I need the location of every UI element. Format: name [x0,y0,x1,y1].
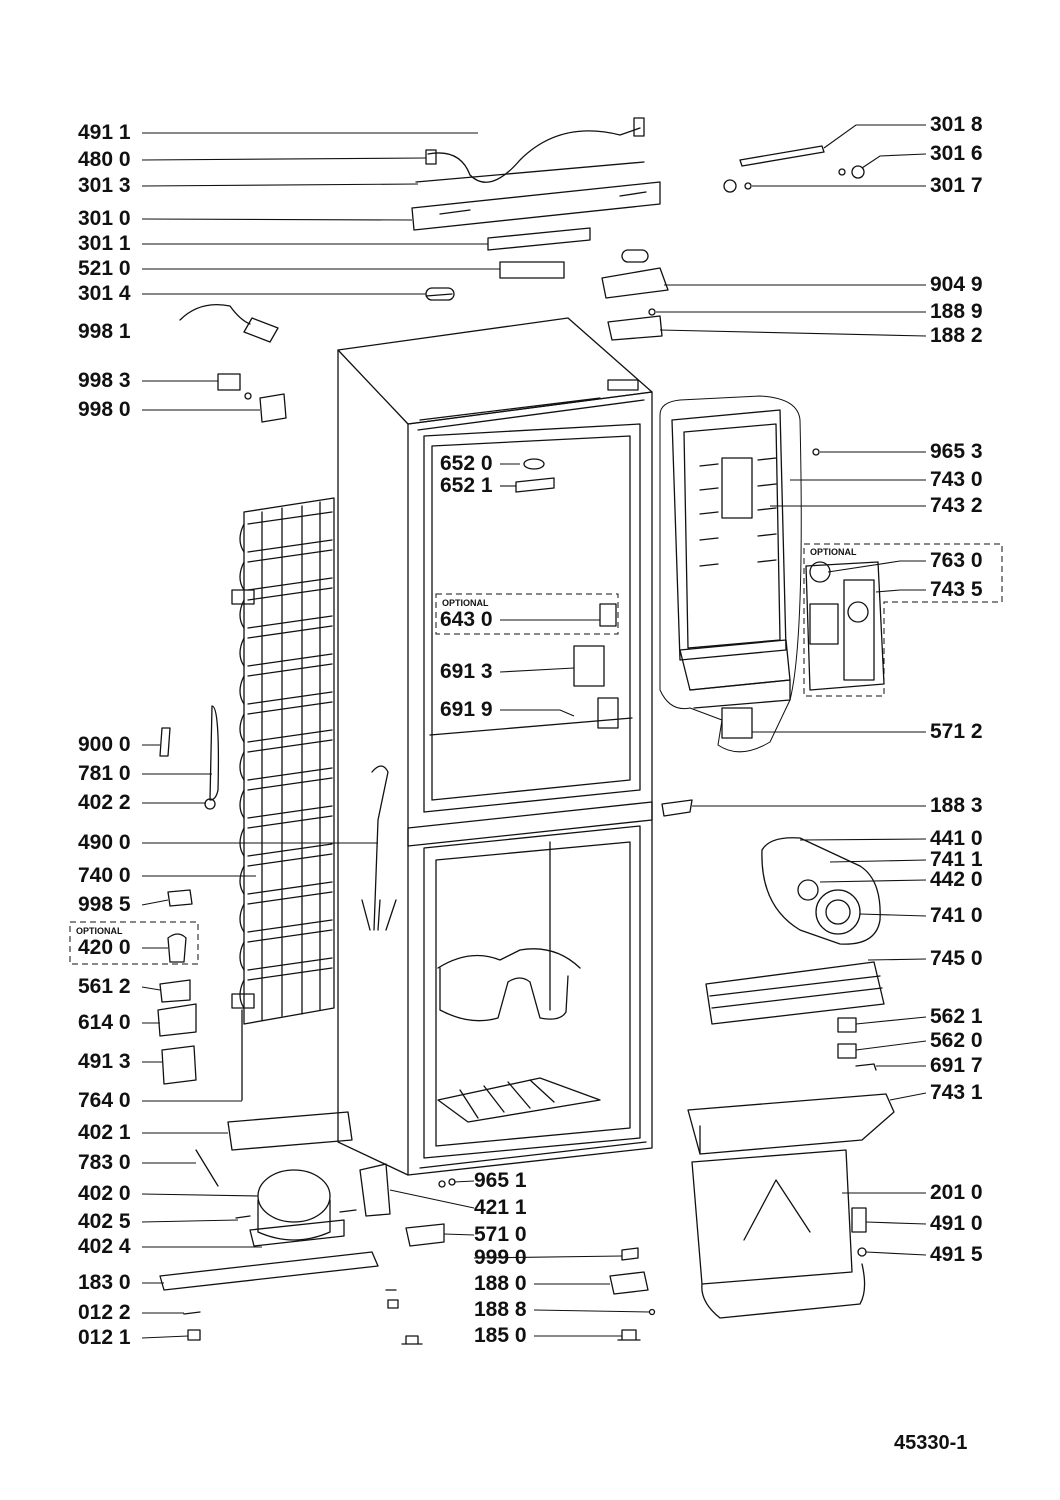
callout-998-3: 998 3 [78,369,131,392]
callout-188-2: 188 2 [930,324,983,347]
callout-012-1: 012 1 [78,1326,131,1349]
callout-643-0: 643 0 [440,608,493,631]
callout-402-4: 402 4 [78,1235,131,1258]
callout-402-2: 402 2 [78,791,131,814]
callout-185-0: 185 0 [474,1324,527,1347]
callout-781-0: 781 0 [78,762,131,785]
optional-tag-763: OPTIONAL [810,547,857,557]
callout-421-1: 421 1 [474,1196,527,1219]
callout-764-0: 764 0 [78,1089,131,1112]
callout-491-3: 491 3 [78,1050,131,1073]
callout-904-9: 904 9 [930,273,983,296]
callout-201-0: 201 0 [930,1181,983,1204]
callout-301-3: 301 3 [78,174,131,197]
callout-402-1: 402 1 [78,1121,131,1144]
callout-183-0: 183 0 [78,1271,131,1294]
callout-571-0: 571 0 [474,1223,527,1246]
callout-741-0: 741 0 [930,904,983,927]
callout-402-0: 402 0 [78,1182,131,1205]
callout-998-0: 998 0 [78,398,131,421]
fridge-cabinet [337,317,653,1176]
callout-441-0: 441 0 [930,827,983,850]
optional-tag-420: OPTIONAL [76,926,123,936]
callout-743-5: 743 5 [930,578,983,601]
callout-188-0: 188 0 [474,1272,527,1295]
door-assembly [659,395,802,753]
callout-743-0: 743 0 [930,468,983,491]
callout-402-5: 402 5 [78,1210,131,1233]
callout-491-5: 491 5 [930,1243,983,1266]
callout-188-8: 188 8 [474,1298,527,1321]
callout-301-0: 301 0 [78,207,131,230]
callout-965-3: 965 3 [930,440,983,463]
callout-740-0: 740 0 [78,864,131,887]
callout-691-9: 691 9 [440,698,493,721]
callout-652-0: 652 0 [440,452,493,475]
callout-491-0: 491 0 [930,1212,983,1235]
callout-783-0: 783 0 [78,1151,131,1174]
callout-652-1: 652 1 [440,474,493,497]
callout-691-3: 691 3 [440,660,493,683]
callout-999-0: 999 0 [474,1246,527,1269]
callout-763-0: 763 0 [930,549,983,572]
callout-301-1: 301 1 [78,232,131,255]
callout-741-1: 741 1 [930,848,983,871]
callout-188-3: 188 3 [930,794,983,817]
callout-562-0: 562 0 [930,1029,983,1052]
callout-012-2: 012 2 [78,1301,131,1324]
callout-301-8: 301 8 [930,113,983,136]
callout-998-5: 998 5 [78,893,131,916]
optional-tag-643: OPTIONAL [442,598,489,608]
wire-480 [427,127,641,183]
callout-490-0: 490 0 [78,831,131,854]
callout-745-0: 745 0 [930,947,983,970]
callout-301-7: 301 7 [930,174,983,197]
callout-998-1: 998 1 [78,320,131,343]
callout-442-0: 442 0 [930,868,983,891]
condenser-coil [231,497,335,1101]
callout-301-6: 301 6 [930,142,983,165]
optional-boxes [69,543,1003,965]
callout-188-9: 188 9 [930,300,983,323]
callout-420-0: 420 0 [78,936,131,959]
callout-743-1: 743 1 [930,1081,983,1104]
callout-562-1: 562 1 [930,1005,983,1028]
callout-491-1: 491 1 [78,121,131,144]
callout-691-7: 691 7 [930,1054,983,1077]
callout-480-0: 480 0 [78,148,131,171]
callout-301-4: 301 4 [78,282,131,305]
document-number: 45330-1 [894,1432,968,1454]
top-frame-3010 [411,181,661,231]
callout-614-0: 614 0 [78,1011,131,1034]
callout-965-1: 965 1 [474,1169,527,1192]
leader-lines [141,124,927,1339]
callout-521-0: 521 0 [78,257,131,280]
callout-561-2: 561 2 [78,975,131,998]
callout-571-2: 571 2 [930,720,983,743]
callout-743-2: 743 2 [930,494,983,517]
callout-900-0: 900 0 [78,733,131,756]
